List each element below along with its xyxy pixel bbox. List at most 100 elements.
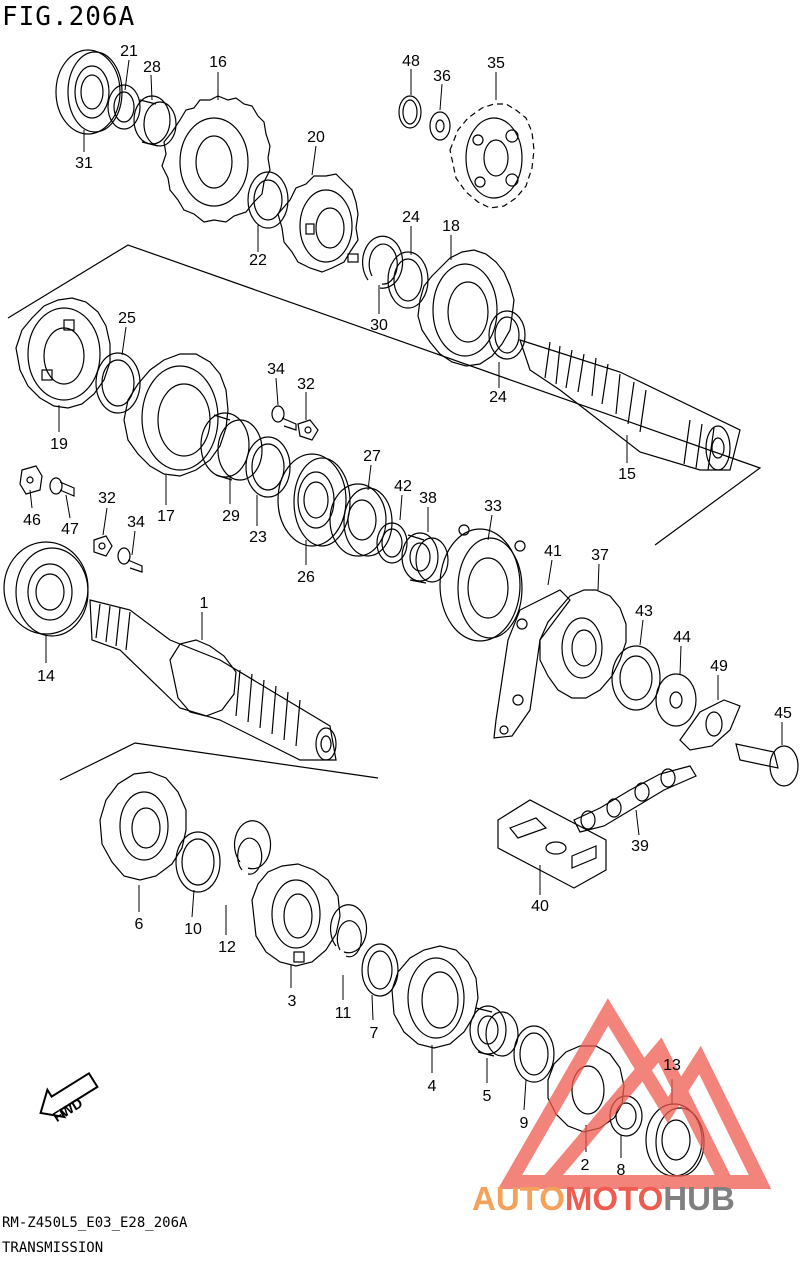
washer-43 <box>611 645 661 711</box>
callout-41: 41 <box>544 543 562 560</box>
washer-7 <box>361 943 399 997</box>
washer-44 <box>655 673 697 727</box>
bearing-31 <box>55 49 123 135</box>
bracket-41 <box>493 589 571 739</box>
gear-19-teeth <box>15 297 111 409</box>
watermark-hub: HUB <box>663 1180 735 1217</box>
callout-26: 26 <box>297 569 315 586</box>
callout-39: 39 <box>631 838 649 855</box>
figure-title: FIG.206A <box>2 2 136 32</box>
gear-3-teeth <box>251 863 341 967</box>
driveshaft-group-outline <box>59 742 379 781</box>
washer-21 <box>107 84 141 130</box>
countershaft-15 <box>519 339 741 471</box>
callout-45: 45 <box>774 705 792 722</box>
callout-16: 16 <box>209 54 227 71</box>
washer-36 <box>429 111 451 141</box>
callout-7: 7 <box>369 1025 379 1042</box>
bushing-5 <box>469 1005 519 1057</box>
bolt-45 <box>735 743 799 787</box>
callout-36: 36 <box>433 68 451 85</box>
watermark-logo <box>497 998 772 1189</box>
callout-15: 15 <box>618 466 636 483</box>
callout-24-lower: 24 <box>489 389 507 406</box>
washer-22 <box>247 171 289 229</box>
callout-17: 17 <box>157 508 175 525</box>
watermark-auto: AUTO <box>472 1180 565 1217</box>
callout-19: 19 <box>50 436 68 453</box>
fwd-arrow-icon <box>39 1071 99 1119</box>
gear-6-teeth <box>99 771 187 881</box>
watermark-text: AUTOMOTOHUB <box>472 1180 735 1218</box>
callout-20: 20 <box>307 129 325 146</box>
gear-18 <box>417 249 515 367</box>
callout-4: 4 <box>427 1078 437 1095</box>
callout-9: 9 <box>519 1115 529 1132</box>
callout-2: 2 <box>580 1157 590 1174</box>
joint-kit-40 <box>497 799 607 889</box>
callout-48: 48 <box>402 53 420 70</box>
callout-37: 37 <box>591 547 609 564</box>
gear-20-teeth <box>277 173 359 273</box>
callout-40: 40 <box>531 898 549 915</box>
circlip-11 <box>329 904 368 958</box>
callout-28: 28 <box>143 59 161 76</box>
washer-32-lower <box>93 535 113 557</box>
callout-34-lower: 34 <box>127 514 145 531</box>
spacer-38 <box>401 532 449 584</box>
bushing-29 <box>200 412 263 481</box>
callout-12: 12 <box>218 939 236 956</box>
callout-27: 27 <box>363 448 381 465</box>
bearing-14 <box>3 541 89 637</box>
callout-23: 23 <box>249 529 267 546</box>
callout-43: 43 <box>635 603 653 620</box>
callout-30: 30 <box>370 317 388 334</box>
diagram-code: RM-Z450L5_E03_E28_206A <box>2 1215 188 1231</box>
bushing-28 <box>133 95 177 147</box>
callout-25: 25 <box>118 310 136 327</box>
sprocket-37 <box>539 589 627 699</box>
callout-24-upper: 24 <box>402 209 420 226</box>
washer-24-lower <box>488 310 526 360</box>
callout-6: 6 <box>134 916 144 933</box>
washer-32-upper <box>297 419 319 441</box>
callout-1: 1 <box>199 595 209 612</box>
gear-16 <box>161 95 271 223</box>
callout-32-upper: 32 <box>297 376 315 393</box>
sprocket-37-teeth <box>539 589 627 699</box>
driveshaft-1 <box>89 599 337 761</box>
washer-24-upper <box>387 251 429 309</box>
seal-27 <box>329 483 393 557</box>
bearing-26 <box>277 453 351 547</box>
countershaft-group-outline <box>7 244 762 546</box>
callout-14: 14 <box>37 668 55 685</box>
circlip-30 <box>362 235 404 289</box>
gear-17-teeth <box>123 353 229 477</box>
callout-22: 22 <box>249 252 267 269</box>
circlip-48 <box>398 95 422 129</box>
gear-20 <box>277 173 359 273</box>
callout-49: 49 <box>710 658 728 675</box>
washer-25 <box>95 352 141 414</box>
callout-32-lower: 32 <box>98 490 116 507</box>
callout-38: 38 <box>419 490 437 507</box>
plate-46 <box>19 465 43 495</box>
callout-47: 47 <box>61 521 79 538</box>
watermark-moto: MOTO <box>564 1180 664 1217</box>
circlip-12 <box>233 820 272 875</box>
callout-10: 10 <box>184 921 202 938</box>
callout-8: 8 <box>616 1162 626 1179</box>
gear-16-teeth <box>161 95 271 223</box>
callout-29: 29 <box>222 508 240 525</box>
callout-44: 44 <box>673 629 691 646</box>
screw-34-upper <box>271 405 297 431</box>
callout-42: 42 <box>394 478 412 495</box>
washer-10 <box>175 831 221 893</box>
gear-19 <box>15 297 111 409</box>
retainer-33 <box>439 524 526 642</box>
bolt-47 <box>49 477 75 497</box>
callout-5: 5 <box>482 1088 492 1105</box>
gear-6 <box>99 771 187 881</box>
gear-4-teeth <box>391 945 479 1049</box>
